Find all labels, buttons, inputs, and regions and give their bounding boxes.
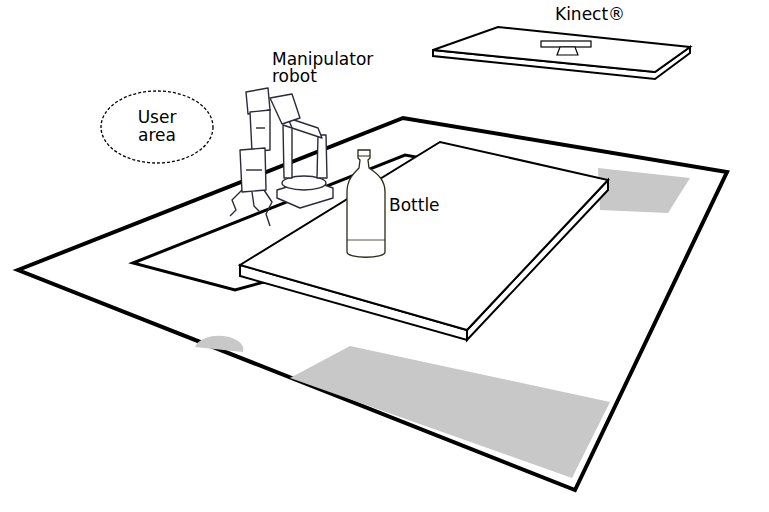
- table-top: [240, 142, 608, 330]
- floor-shadow: [290, 346, 610, 478]
- robot-joint: [246, 169, 262, 170]
- area-outline-ellipse: [101, 91, 213, 163]
- robot-link: [270, 94, 300, 124]
- robot-gripper: [264, 190, 272, 226]
- bottle-base-line: [347, 240, 385, 241]
- robot-gripper: [252, 192, 260, 212]
- robot-link: [240, 148, 266, 192]
- bottle-cap-line: [358, 156, 370, 157]
- dashed-ellipse-area: User area: [100, 90, 214, 164]
- part-label: Manipulator robot: [272, 51, 390, 85]
- robot-link: [317, 135, 327, 178]
- floor-shadow: [598, 168, 690, 213]
- floor-shadow: [195, 336, 243, 352]
- kinect-plate: [433, 27, 690, 72]
- part-label: Kinect®: [555, 6, 665, 23]
- area-label: User area: [127, 109, 187, 145]
- kinect-sensor: [541, 41, 591, 47]
- floor-area: [18, 118, 727, 490]
- robot-link: [250, 110, 270, 152]
- bottle-drawing: [347, 150, 385, 257]
- robot-joint: [256, 127, 265, 128]
- part-label: Bottle: [389, 197, 479, 214]
- robot-drawing: [230, 88, 333, 226]
- robot-link: [283, 125, 292, 178]
- robot-gripper: [230, 190, 242, 216]
- kinect-stand: [557, 47, 578, 55]
